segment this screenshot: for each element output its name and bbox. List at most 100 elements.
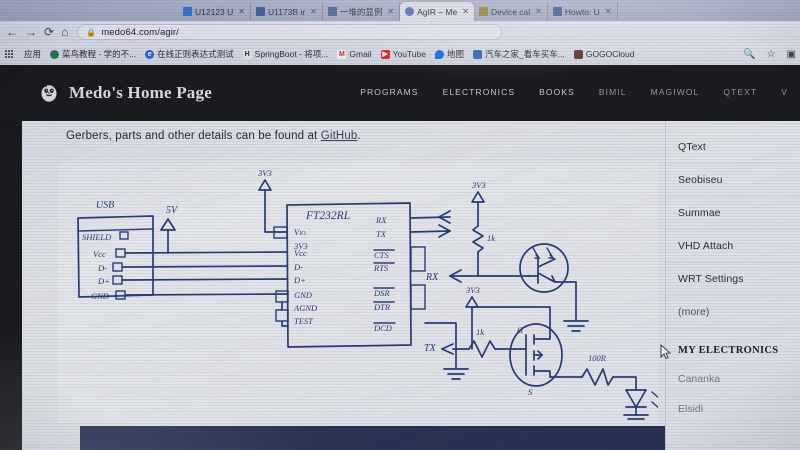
svg-text:3V3: 3V3 (257, 168, 272, 178)
tab-favicon (183, 7, 192, 16)
tab-close-icon[interactable]: ✕ (387, 7, 395, 16)
extension-icon[interactable]: ▣ (786, 48, 796, 60)
svg-text:TX: TX (376, 229, 387, 239)
tab-title: Howto: U (564, 6, 600, 17)
svg-text:5V: 5V (166, 205, 179, 216)
svg-text:Vcc: Vcc (294, 248, 307, 258)
back-icon[interactable]: ← (6, 25, 18, 39)
browser-tab[interactable]: Device cal ✕ (474, 2, 548, 21)
svg-text:1k: 1k (487, 233, 495, 243)
bookmark-item[interactable]: 菜鸟教程 - 学的不... (50, 48, 136, 60)
bookmark-label: 在线正则表达式测试 (157, 49, 234, 59)
page-sidebar: QText Seobiseu Summae VHD Attach WRT Set… (665, 121, 800, 450)
bookmark-item[interactable]: e 在线正则表达式测试 (145, 48, 234, 60)
nav-item-bimil[interactable]: BIMIL (598, 87, 627, 97)
browser-tab[interactable]: U1173B ir ✕ (251, 2, 323, 21)
bookmark-item[interactable]: ▶ YouTube (380, 49, 426, 59)
address-bar-url: medo64.com/agir/ (101, 26, 179, 38)
web-page: Medo's Home Page PROGRAMS ELECTRONICS BO… (0, 65, 800, 450)
svg-text:TX: TX (424, 343, 437, 354)
star-icon[interactable]: ☆ (766, 48, 776, 60)
bookmark-favicon: e (145, 49, 155, 59)
svg-text:DCD: DCD (373, 323, 393, 333)
schematic-image: .w { stroke:#2b3f7a; stroke-width:1.7; f… (58, 163, 658, 423)
apps-grid-icon[interactable] (5, 49, 15, 59)
sidebar-item-more[interactable]: (more) (666, 296, 800, 329)
svg-text:SHIELD: SHIELD (82, 232, 112, 242)
bookmark-item[interactable]: 地图 (434, 48, 464, 60)
bookmark-label: 汽车之家_看车买车... (485, 49, 565, 59)
browser-tab[interactable]: U12123 U ✕ (178, 2, 251, 21)
nav-item-qtext[interactable]: QTEXT (723, 87, 758, 97)
browser-tab[interactable]: 一堆的显例 ✕ (323, 2, 401, 21)
sidebar-item-seobiseu[interactable]: Seobiseu (666, 164, 800, 197)
svg-text:D+: D+ (97, 276, 110, 286)
sidebar-item-vhd-attach[interactable]: VHD Attach (666, 230, 800, 263)
svg-text:RX: RX (425, 272, 439, 283)
tab-close-icon[interactable]: ✕ (310, 7, 317, 16)
sidebar-item-wrt-settings[interactable]: WRT Settings (666, 263, 800, 296)
bookmark-favicon: ▶ (380, 49, 390, 59)
bookmark-label: SpringBoot - 将项... (254, 49, 329, 59)
svg-text:D+: D+ (293, 275, 306, 285)
tab-close-icon[interactable]: ✕ (604, 7, 612, 16)
svg-text:Vcc: Vcc (93, 249, 106, 259)
home-icon[interactable]: ⌂ (61, 25, 69, 39)
svg-text:3V3: 3V3 (471, 180, 486, 190)
sidebar-item-qtext[interactable]: QText (666, 131, 800, 164)
svg-text:DSR: DSR (373, 288, 390, 298)
zoom-icon[interactable]: 🔍 (743, 48, 756, 60)
bookmark-item[interactable]: H SpringBoot - 将项... (242, 48, 329, 60)
svg-text:100R: 100R (588, 353, 607, 363)
tab-favicon (552, 7, 562, 16)
address-bar[interactable]: 🔒 medo64.com/agir/ (77, 24, 503, 40)
site-title: Medo's Home Page (69, 83, 212, 102)
nav-item-programs[interactable]: PROGRAMS (360, 87, 419, 97)
nav-item-v[interactable]: V (781, 87, 788, 97)
sidebar-item-summae[interactable]: Summae (666, 197, 800, 230)
browser-tab-active[interactable]: AgIR – Me ✕ (400, 2, 474, 21)
nav-item-electronics[interactable]: ELECTRONICS (442, 87, 516, 97)
bookmark-label: 地图 (446, 49, 464, 59)
github-link[interactable]: GitHub (320, 130, 358, 142)
tab-title: U12123 U (195, 6, 234, 17)
site-main-nav: PROGRAMS ELECTRONICS BOOKS BIMIL MAGIWOL… (348, 87, 800, 97)
tab-close-icon[interactable]: ✕ (238, 7, 245, 16)
forward-icon[interactable]: → (25, 25, 37, 39)
svg-text:RTS: RTS (373, 263, 389, 273)
bookmark-item[interactable]: M Gmail (337, 49, 372, 59)
sidebar-item-cananka[interactable]: Cananka (678, 373, 721, 385)
tab-close-icon[interactable]: ✕ (535, 7, 542, 16)
tab-close-icon[interactable]: ✕ (462, 7, 469, 16)
bookmark-label: YouTube (392, 49, 426, 59)
nav-item-magiwol[interactable]: MAGIWOL (650, 87, 700, 97)
tab-favicon (478, 7, 488, 16)
tab-title: Device cal (490, 6, 531, 17)
tab-favicon (327, 7, 337, 16)
medo-face-logo-icon (38, 82, 60, 104)
bookmark-item[interactable]: 汽车之家_看车买车... (473, 48, 565, 60)
sidebar-item-elsidi[interactable]: Elsidi (678, 403, 704, 415)
bookmark-item[interactable]: GOGOCloud (573, 49, 635, 59)
bookmark-label: GOGOCloud (585, 49, 635, 59)
bookmarks-right-icons: 🔍 ☆ ▣ (743, 49, 796, 60)
svg-text:FT232RL: FT232RL (305, 210, 350, 222)
bookmark-favicon (50, 49, 60, 59)
bookmark-apps[interactable]: 应用 (24, 48, 41, 60)
browser-tab[interactable]: Howto: U ✕ (548, 2, 618, 21)
svg-text:GND: GND (91, 291, 110, 301)
paragraph-period: . (357, 130, 361, 142)
site-brand[interactable]: Medo's Home Page (38, 82, 212, 104)
bookmark-favicon: H (242, 49, 252, 59)
svg-text:USB: USB (96, 199, 115, 211)
reload-icon[interactable]: ⟳ (44, 25, 55, 39)
nav-item-books[interactable]: BOOKS (539, 87, 575, 97)
svg-text:AGND: AGND (293, 303, 318, 313)
page-left-dark-edge (0, 65, 22, 450)
svg-text:TEST: TEST (294, 316, 314, 326)
svg-text:D-: D- (293, 262, 303, 272)
bookmark-favicon: M (337, 49, 347, 59)
lock-icon: 🔒 (86, 27, 97, 37)
tab-title: 一堆的显例 (339, 6, 383, 17)
